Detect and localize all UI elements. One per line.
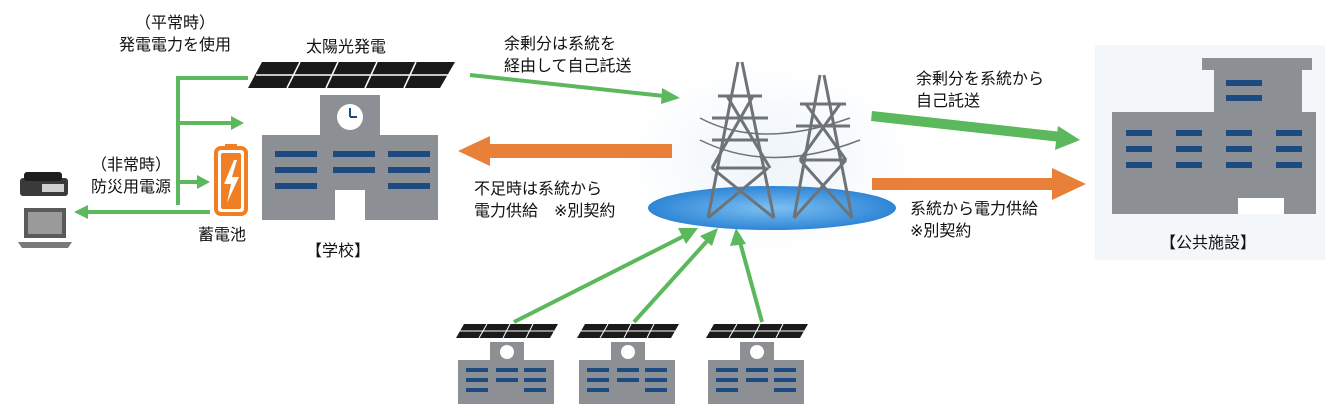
clock-icon <box>337 104 363 130</box>
surplus-to-grid-arrow <box>469 73 680 104</box>
surplus-delivery-label: 余剰分を系統から 自己託送 <box>916 69 1045 110</box>
other-school-3 <box>706 323 808 404</box>
emergency-power-arrow <box>74 205 210 219</box>
normal-use-label: （平常時） 発電電力を使用 <box>118 13 231 54</box>
school-solar-panel <box>248 61 455 89</box>
surplus-delivery-arrow <box>871 111 1080 150</box>
shortage-supply-label: 不足時は系統から 電力供給 ※別契約 <box>474 179 616 220</box>
emergency-use-label: （非常時） 防災用電源 <box>90 155 171 196</box>
other-school-2 <box>577 323 679 404</box>
other-schools-arrowheads <box>678 228 746 246</box>
solar-panel-label: 太陽光発電 <box>306 37 387 56</box>
school-name: 【学校】 <box>306 241 371 260</box>
transmission-tower-icon <box>699 61 861 220</box>
phone-icon <box>20 172 68 196</box>
surplus-to-grid-label: 余剰分は系統を 経由して自己託送 <box>504 34 632 75</box>
other-schools-to-grid-arrows <box>513 234 764 324</box>
battery-label: 蓄電池 <box>198 225 247 244</box>
laptop-icon <box>18 208 72 248</box>
shortage-supply-arrow <box>458 136 672 166</box>
other-school-1 <box>456 323 558 404</box>
normal-use-arrows <box>176 76 248 205</box>
public-facility-building <box>1112 58 1316 214</box>
facility-name: 【公共施設】 <box>1160 233 1257 252</box>
grid-supply-arrow <box>872 168 1086 200</box>
battery-icon <box>214 144 248 216</box>
grid-supply-label: 系統から電力供給 ※別契約 <box>910 199 1039 240</box>
